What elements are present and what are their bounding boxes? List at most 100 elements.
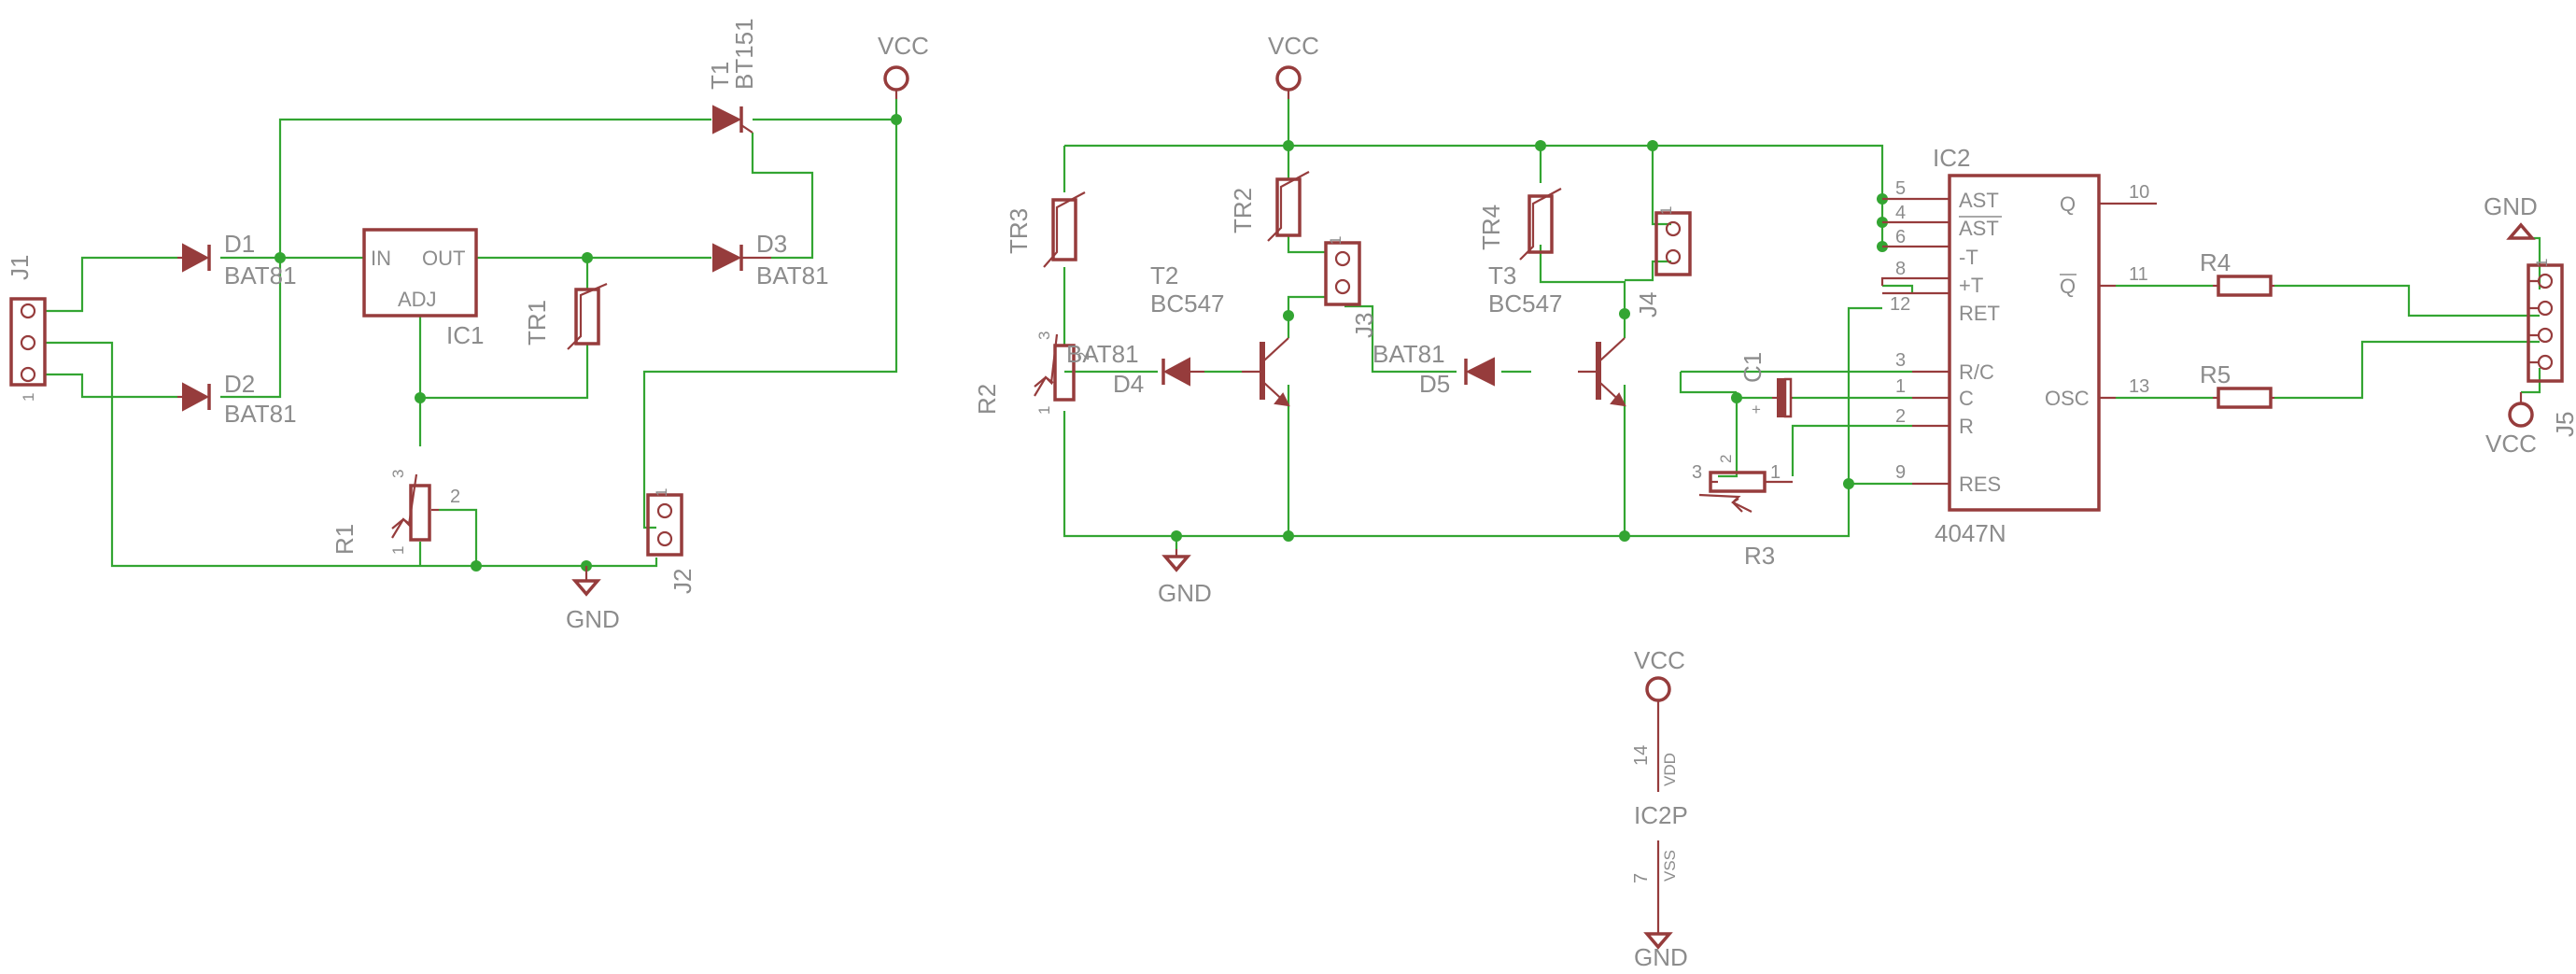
ic1-pin-out: OUT (422, 247, 465, 270)
r2-pin3: 3 (1035, 332, 1053, 340)
d3-value: BAT81 (756, 261, 829, 289)
ic2-pin-num-2: 2 (1895, 406, 1906, 427)
r5-label: R5 (2200, 360, 2231, 388)
vcc-symbol-3: VCC (2485, 392, 2537, 458)
ic2-left-pins: 5 4 6 8 12 3 1 2 9 AST AST -T +T RET R/C… (1880, 178, 2002, 496)
gnd-label-3: GND (2484, 192, 2538, 220)
ic2-pin-num-11: 11 (2129, 264, 2148, 285)
r3-pin2: 2 (1717, 455, 1735, 463)
tr4-label: TR4 (1477, 205, 1505, 250)
ic2p-power: VCC 14 VDD IC2P 7 VSS GND (1631, 646, 1688, 971)
d2-label: D2 (224, 370, 255, 398)
ic1-pin-in: IN (371, 247, 391, 270)
ic2-label: IC2 (1933, 144, 1970, 172)
ic2-pin-num-8: 8 (1895, 259, 1906, 279)
diode-d2: D2 BAT81 (177, 370, 297, 428)
resistor-r5: R5 (2200, 360, 2274, 409)
thermistor-tr1: TR1 (523, 282, 608, 350)
transistor-t3: T3 BC547 (1488, 261, 1626, 407)
r1-pin3: 3 (389, 470, 407, 478)
c1-plus: + (1752, 401, 1761, 418)
ic2-pin-q-bar: Q (2060, 275, 2076, 298)
tr3-label: TR3 (1005, 208, 1033, 254)
vcc-label-1: VCC (878, 32, 929, 60)
d1-label: D1 (224, 230, 255, 258)
gnd-symbol-2: GND (1158, 549, 1212, 607)
t2-label: T2 (1150, 261, 1178, 289)
ic2-pin-ast: AST (1959, 189, 1999, 212)
t3-label: T3 (1488, 261, 1516, 289)
transistor-t2: T2 BC547 (1150, 261, 1290, 407)
gnd-label-4: GND (1634, 943, 1688, 971)
ic2p-pin-vss-num: 7 (1631, 873, 1652, 883)
connector-j4: 1 J4 (1634, 206, 1692, 318)
ic2-value: 4047N (1935, 519, 2006, 547)
ic2-4047n: IC2 4047N 5 4 6 8 12 3 1 2 9 AST AST -T … (1880, 144, 2157, 547)
ic2-pin-num-10: 10 (2129, 182, 2149, 203)
ic2-pin-num-13: 13 (2129, 376, 2149, 397)
wires (45, 99, 2541, 568)
d4-label: D4 (1113, 370, 1144, 398)
ic2-pin-num-12: 12 (1890, 294, 1910, 315)
r3-pin3: 3 (1692, 462, 1702, 483)
connector-j2: J2 1 (646, 488, 697, 594)
t3-value: BC547 (1488, 289, 1563, 318)
r1-label: R1 (331, 524, 359, 555)
t1-label: T1 (706, 62, 734, 90)
ic2p-pin-vdd-num: 14 (1631, 745, 1652, 766)
thyristor-t1: T1 BT151 (706, 18, 758, 134)
ic2-pin-r: R (1959, 415, 1974, 438)
potentiometer-r3: 3 1 2 R3 (1692, 455, 1793, 570)
vcc-symbol-2: VCC (1268, 32, 1319, 99)
ic2-pin-plus-t: +T (1959, 274, 1983, 297)
diode-d1: D1 BAT81 (177, 230, 297, 289)
thermistor-tr4: TR4 (1477, 188, 1562, 261)
connector-j5: 1 J5 (2527, 259, 2576, 437)
r4-label: R4 (2200, 248, 2231, 276)
ic2-pin-num-9: 9 (1895, 462, 1906, 483)
d4-value: BAT81 (1066, 340, 1139, 368)
j2-pin1: 1 (653, 488, 670, 497)
ic2-pin-num-6: 6 (1895, 227, 1906, 247)
j5-pin1: 1 (2533, 259, 2551, 267)
j2-label: J2 (669, 569, 697, 594)
r2-pin2: 2 (1075, 352, 1092, 360)
r1-pin2: 2 (450, 487, 460, 507)
ic1-label: IC1 (446, 321, 484, 349)
ic2-pin-ast-bar: AST (1959, 217, 1999, 240)
regulator-ic1: IN OUT ADJ IC1 (362, 228, 484, 349)
ic2-pin-q: Q (2060, 192, 2076, 216)
t2-value: BC547 (1150, 289, 1225, 318)
ic2-pin-res: RES (1959, 473, 2001, 496)
d1-value: BAT81 (224, 261, 297, 289)
ic2-pin-osc: OSC (2045, 387, 2090, 410)
potentiometer-r1: 3 1 2 R1 (331, 470, 460, 555)
connector-j3: 1 J3 (1324, 236, 1378, 338)
gnd-symbol-3: GND (2484, 192, 2538, 240)
t1-value: BT151 (730, 18, 758, 90)
ic2-pin-rc: R/C (1959, 360, 1994, 384)
resistor-r4: R4 (2200, 248, 2274, 297)
j1-pin1: 1 (20, 393, 37, 402)
r3-pin1: 1 (1770, 462, 1781, 483)
ic2p-label: IC2P (1634, 801, 1688, 829)
d5-label: D5 (1419, 370, 1450, 398)
j4-pin1: 1 (1657, 206, 1675, 215)
connector-j1: J1 1 (6, 255, 47, 402)
d3-label: D3 (756, 230, 787, 258)
gnd-label-1: GND (566, 605, 620, 633)
diode-d4: BAT81 D4 (1066, 340, 1204, 398)
ic2p-pin-vss: VSS (1661, 850, 1679, 882)
r2-pin1: 1 (1035, 406, 1053, 415)
j3-label: J3 (1350, 313, 1378, 338)
potentiometer-r2: 3 1 2 R2 (973, 332, 1092, 415)
junctions (274, 114, 1888, 572)
thermistor-tr2: TR2 (1229, 171, 1310, 242)
gnd-symbol-1: GND (566, 566, 620, 633)
d2-value: BAT81 (224, 400, 297, 428)
j4-label: J4 (1634, 292, 1662, 318)
tr2-label: TR2 (1229, 188, 1257, 233)
ic2-pin-num-4: 4 (1895, 203, 1906, 223)
ic2p-pin-vdd: VDD (1661, 753, 1679, 786)
